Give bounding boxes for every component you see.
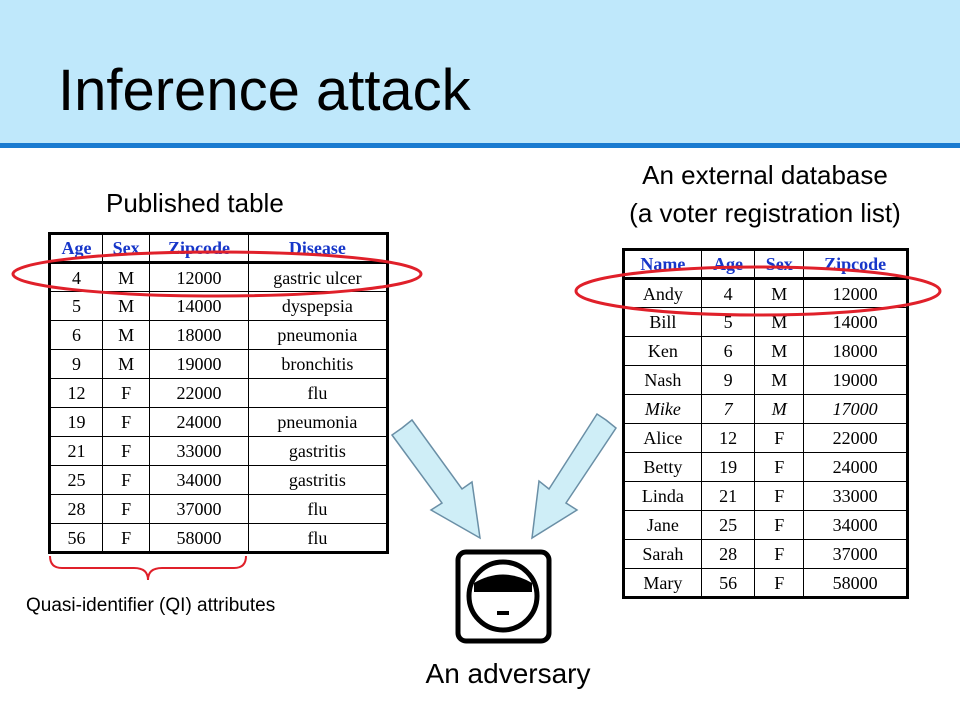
voter-table-cell: 12 (700, 423, 756, 453)
voter-header-cell: Age (700, 249, 756, 280)
published-table-cell: flu (247, 378, 389, 408)
voter-table-cell: 12000 (803, 278, 908, 308)
title-rule (0, 143, 960, 148)
voter-table-cell: M (754, 307, 805, 337)
published-highlight-ellipse (11, 250, 423, 298)
published-table-cell: 58000 (149, 523, 249, 553)
voter-table-cell: Betty (623, 452, 702, 482)
voter-table-cell: F (754, 423, 805, 453)
voter-table-cell: 18000 (803, 336, 908, 366)
published-header-cell: Sex (102, 233, 151, 264)
published-table-cell: 12 (48, 378, 104, 408)
voter-header-cell: Name (623, 249, 702, 280)
voter-table-cell: 56 (700, 568, 756, 598)
published-table-cell: 19000 (149, 349, 249, 379)
right-arrow (531, 412, 618, 540)
published-table-cell: 34000 (149, 465, 249, 495)
voter-table-cell: 14000 (803, 307, 908, 337)
published-table-cell: 22000 (149, 378, 249, 408)
voter-table-cell: Alice (623, 423, 702, 453)
adversary-label: An adversary (425, 658, 591, 689)
published-table-cell: M (102, 349, 151, 379)
published-table-cell: bronchitis (247, 349, 389, 379)
published-table-cell: pneumonia (247, 407, 389, 437)
voter-table-cell: 17000 (803, 394, 908, 424)
voter-table-cell: 21 (700, 481, 756, 511)
published-table-cell: F (102, 378, 151, 408)
external-caption-line2: (a voter registration list) (629, 198, 901, 228)
slide-title: Inference attack (58, 58, 471, 123)
published-table-cell: 12000 (149, 262, 249, 292)
published-table-caption: Published table (106, 188, 284, 218)
published-table-cell: F (102, 494, 151, 524)
voter-table-cell: F (754, 452, 805, 482)
published-table-cell: gastric ulcer (247, 262, 389, 292)
published-table-cell: 37000 (149, 494, 249, 524)
voter-table-cell: Sarah (623, 539, 702, 569)
voter-table-cell: Mary (623, 568, 702, 598)
voter-table-cell: 19000 (803, 365, 908, 395)
published-table-cell: 28 (48, 494, 104, 524)
voter-table-cell: Andy (623, 278, 702, 308)
left-arrow (390, 418, 481, 540)
voter-table-cell: 24000 (803, 452, 908, 482)
qi-attributes-label: Quasi-identifier (QI) attributes (26, 595, 276, 616)
published-table-cell: F (102, 523, 151, 553)
published-header-cell: Zipcode (149, 233, 249, 264)
published-table-cell: F (102, 465, 151, 495)
qi-brace (49, 555, 247, 581)
published-table-cell: 33000 (149, 436, 249, 466)
external-database-caption: An external database (a voter registrati… (575, 156, 955, 232)
voter-table-cell: Jane (623, 510, 702, 540)
title-band (0, 0, 960, 148)
published-table-cell: flu (247, 523, 389, 553)
external-caption-line1: An external database (642, 160, 888, 190)
published-table-cell: gastritis (247, 436, 389, 466)
adversary-face-icon (455, 549, 552, 644)
voter-table-cell: 34000 (803, 510, 908, 540)
published-table-cell: flu (247, 494, 389, 524)
voter-table-cell: 37000 (803, 539, 908, 569)
published-table-cell: pneumonia (247, 320, 389, 350)
voter-table-cell: M (754, 336, 805, 366)
voter-highlight-ellipse (574, 265, 942, 317)
voter-table-cell: 19 (700, 452, 756, 482)
published-table-cell: M (102, 262, 151, 292)
published-table-cell: M (102, 320, 151, 350)
voter-header-cell: Sex (754, 249, 805, 280)
published-table-cell: 25 (48, 465, 104, 495)
voter-table-cell: M (754, 365, 805, 395)
voter-table-cell: 33000 (803, 481, 908, 511)
published-table-cell: 56 (48, 523, 104, 553)
voter-table-cell: 28 (700, 539, 756, 569)
voter-table-cell: 58000 (803, 568, 908, 598)
voter-table-cell: 7 (700, 394, 756, 424)
